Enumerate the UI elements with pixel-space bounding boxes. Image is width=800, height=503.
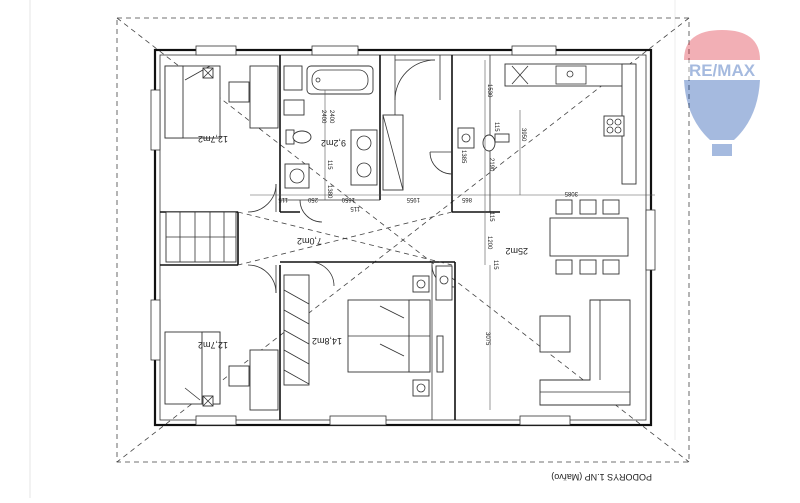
desk-top-left — [202, 65, 279, 129]
double-bed — [347, 265, 453, 397]
dining-table — [549, 199, 629, 275]
plan-caption: PODORYS 1.NP (Mařvo) — [551, 472, 652, 482]
desk-bottom-left — [202, 349, 279, 411]
windows — [150, 45, 656, 426]
dimension-label: 115 — [278, 196, 288, 202]
room-area-bedroom-bottom-left: 12,7m2 — [198, 340, 228, 350]
dimension-label: 1530 — [486, 84, 492, 98]
bathroom-sinks — [350, 129, 378, 186]
remax-logo-text: RE/MAX — [689, 61, 756, 80]
room-area-bedroom-top-left: 12,7m2 — [198, 134, 228, 144]
room-area-bathroom: 9,2m2 — [321, 138, 346, 148]
hall-diagonals — [237, 211, 453, 266]
bed-bottom-left — [164, 331, 221, 405]
toilet-wc — [457, 127, 510, 152]
dimension-label: 3075 — [484, 332, 490, 346]
dimension-label: 1200 — [486, 236, 492, 250]
dimension-label: 3950 — [520, 128, 526, 142]
dimension-label: 2190 — [488, 158, 494, 172]
hall-closet — [382, 114, 404, 191]
dimension-label: 115 — [488, 212, 494, 222]
dimension-label: 3085 — [564, 190, 578, 196]
remax-logo: RE/MAX — [684, 30, 760, 156]
bathroom-cabinets — [283, 65, 305, 116]
dimension-label: 1380 — [326, 185, 332, 199]
bathtub — [306, 65, 374, 95]
room-area-living-kitchen: 25m2 — [505, 246, 528, 256]
interior-walls — [160, 55, 500, 420]
dimension-label: 115 — [326, 160, 332, 170]
wardrobe-master — [283, 274, 310, 386]
dimension-label: 1650 — [341, 196, 355, 202]
dimension-label: 2400 — [328, 110, 334, 124]
dimension-label: 115 — [350, 205, 360, 211]
room-area-master-bedroom: 14,8m2 — [312, 336, 342, 346]
doors — [247, 59, 455, 294]
dimension-lines — [250, 60, 655, 410]
room-area-hall: 7,0m2 — [297, 236, 322, 246]
dimension-label: 2400 — [320, 110, 326, 124]
kitchen-counter — [504, 63, 637, 185]
sofa — [539, 299, 631, 406]
dimension-label: 250 — [307, 196, 318, 202]
dimension-label: 115 — [493, 122, 499, 132]
wardrobe-top-left — [165, 211, 237, 263]
dimension-label: 115 — [492, 260, 498, 270]
washing-machine — [284, 163, 310, 189]
dimension-label: 865 — [461, 196, 472, 202]
toilet-bathroom — [285, 129, 312, 145]
dimension-label: 1955 — [406, 196, 420, 202]
dimension-label: 1385 — [460, 150, 466, 164]
